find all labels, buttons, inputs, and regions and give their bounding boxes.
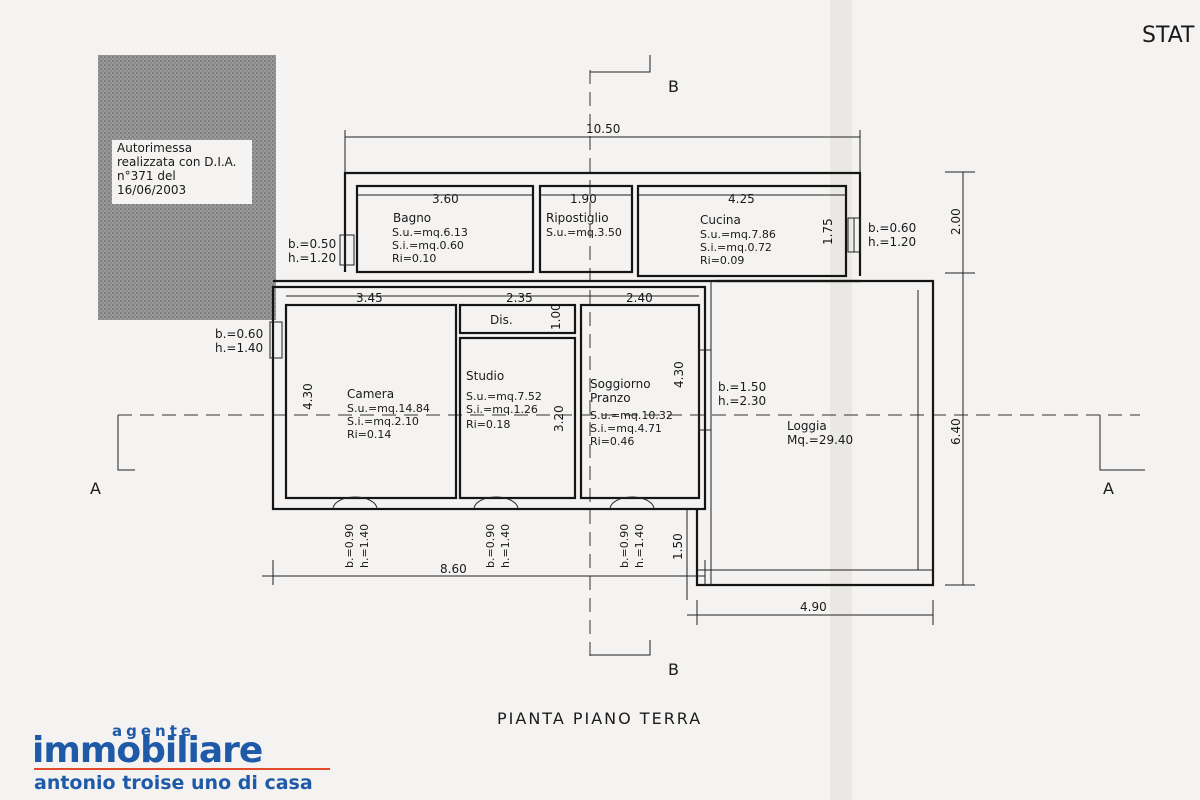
dim-sogg-w: 2.40 xyxy=(626,291,653,305)
bagno-name: Bagno xyxy=(393,211,431,225)
dim-dis-w: 2.35 xyxy=(506,291,533,305)
garage-note-box xyxy=(112,140,252,204)
win-sogg-door-b: b.=1.50 xyxy=(718,380,766,394)
win-bottom-studio-b: b.=0.90 xyxy=(484,524,497,568)
dis-name: Dis. xyxy=(490,313,513,327)
dim-right-upper: 2.00 xyxy=(949,208,963,235)
cucina-ri: Ri=0.09 xyxy=(700,254,744,267)
loggia-name: Loggia xyxy=(787,419,827,433)
win-camera-h: h.=1.40 xyxy=(215,341,263,355)
bagno-ri: Ri=0.10 xyxy=(392,252,436,265)
win-bagno-b: b.=0.50 xyxy=(288,237,336,251)
cucina-room xyxy=(636,184,848,278)
dis-name-camera: Camera xyxy=(347,387,394,401)
camera-su: S.u.=mq.14.84 xyxy=(347,402,430,415)
soggiorno-name-1: Soggiorno xyxy=(590,377,651,391)
win-bottom-sogg-b: b.=0.90 xyxy=(618,524,631,568)
dim-bottom-width: 8.60 xyxy=(440,562,467,576)
page-label: STAT xyxy=(1142,23,1195,48)
soggiorno-name-2: Pranzo xyxy=(590,391,631,405)
garage-note-3: n°371 del xyxy=(117,169,176,183)
dim-cucina-w: 4.25 xyxy=(728,192,755,206)
logo-main-text: immobiliare xyxy=(32,730,263,771)
dim-dis-h: 1.00 xyxy=(549,303,563,330)
win-cucina-b: b.=0.60 xyxy=(868,221,916,235)
cucina-name: Cucina xyxy=(700,213,741,227)
cucina-su: S.u.=mq.7.86 xyxy=(700,228,776,241)
dim-sogg-h: 4.30 xyxy=(672,361,686,388)
win-bottom-studio-h: h.=1.40 xyxy=(499,524,512,568)
section-a-left-arrow xyxy=(117,415,135,471)
section-b-top-arrow xyxy=(590,55,651,73)
bagno-si: S.i.=mq.0.60 xyxy=(392,239,464,252)
paper-fold xyxy=(830,0,852,800)
garage-note-2: realizzata con D.I.A. xyxy=(117,155,236,169)
loggia-walls xyxy=(695,279,935,587)
win-camera-b: b.=0.60 xyxy=(215,327,263,341)
agency-logo: agente immobiliare antonio troise uno di… xyxy=(30,722,330,794)
section-b-bottom-label: B xyxy=(668,660,679,679)
camera-si: S.i.=mq.2.10 xyxy=(347,415,419,428)
dim-loggia-width: 4.90 xyxy=(800,600,827,614)
section-a-left-label: A xyxy=(90,479,101,498)
win-sogg-door-h: h.=2.30 xyxy=(718,394,766,408)
soggiorno-ri: Ri=0.46 xyxy=(590,435,634,448)
dim-camera-h: 4.30 xyxy=(301,383,315,410)
cucina-si: S.i.=mq.0.72 xyxy=(700,241,772,254)
logo-agente-text: agente xyxy=(112,722,196,740)
logo-underline xyxy=(34,768,330,770)
dim-studio-h: 3.20 xyxy=(552,405,566,432)
dim-bagno-w: 3.60 xyxy=(432,192,459,206)
dim-loggia-offset: 1.50 xyxy=(671,533,685,560)
ripostiglio-su: S.u.=mq.3.50 xyxy=(546,226,622,239)
studio-si: S.i.=mq.1.26 xyxy=(466,403,538,416)
win-bagno-h: h.=1.20 xyxy=(288,251,336,265)
section-a-right-arrow xyxy=(1099,415,1145,471)
studio-ri: Ri=0.18 xyxy=(466,418,510,431)
section-b-bottom-arrow xyxy=(590,640,651,656)
dim-camera-w: 3.45 xyxy=(356,291,383,305)
dis-room xyxy=(458,303,577,335)
studio-su: S.u.=mq.7.52 xyxy=(466,390,542,403)
dim-right-total: 6.40 xyxy=(949,418,963,445)
soggiorno-si: S.i.=mq.4.71 xyxy=(590,422,662,435)
dim-rip-w: 1.90 xyxy=(570,192,597,206)
soggiorno-su: S.u.=mq.10.32 xyxy=(590,409,673,422)
logo-subtitle: antonio troise uno di casa xyxy=(34,772,313,794)
dim-cucina-h: 1.75 xyxy=(821,218,835,245)
section-a-right-label: A xyxy=(1103,479,1114,498)
win-cucina-h: h.=1.20 xyxy=(868,235,916,249)
camera-room xyxy=(284,303,458,500)
garage-note-1: Autorimessa xyxy=(117,141,192,155)
lower-block-walls xyxy=(271,285,707,511)
camera-ri: Ri=0.14 xyxy=(347,428,391,441)
studio-room xyxy=(458,336,577,500)
garage-note-4: 16/06/2003 xyxy=(117,183,186,197)
section-b-top-label: B xyxy=(668,77,679,96)
win-bottom-camera-b: b.=0.90 xyxy=(343,524,356,568)
bagno-room xyxy=(355,184,535,274)
studio-name: Studio xyxy=(466,369,504,383)
bagno-su: S.u.=mq.6.13 xyxy=(392,226,468,239)
ripostiglio-name: Ripostiglio xyxy=(546,211,609,225)
plan-title: PIANTA PIANO TERRA xyxy=(497,709,702,728)
win-bottom-camera-h: h.=1.40 xyxy=(358,524,371,568)
dim-overall-width: 10.50 xyxy=(586,122,620,136)
loggia-area: Mq.=29.40 xyxy=(787,433,853,447)
ripostiglio-room xyxy=(538,184,634,274)
win-bottom-sogg-h: h.=1.40 xyxy=(633,524,646,568)
